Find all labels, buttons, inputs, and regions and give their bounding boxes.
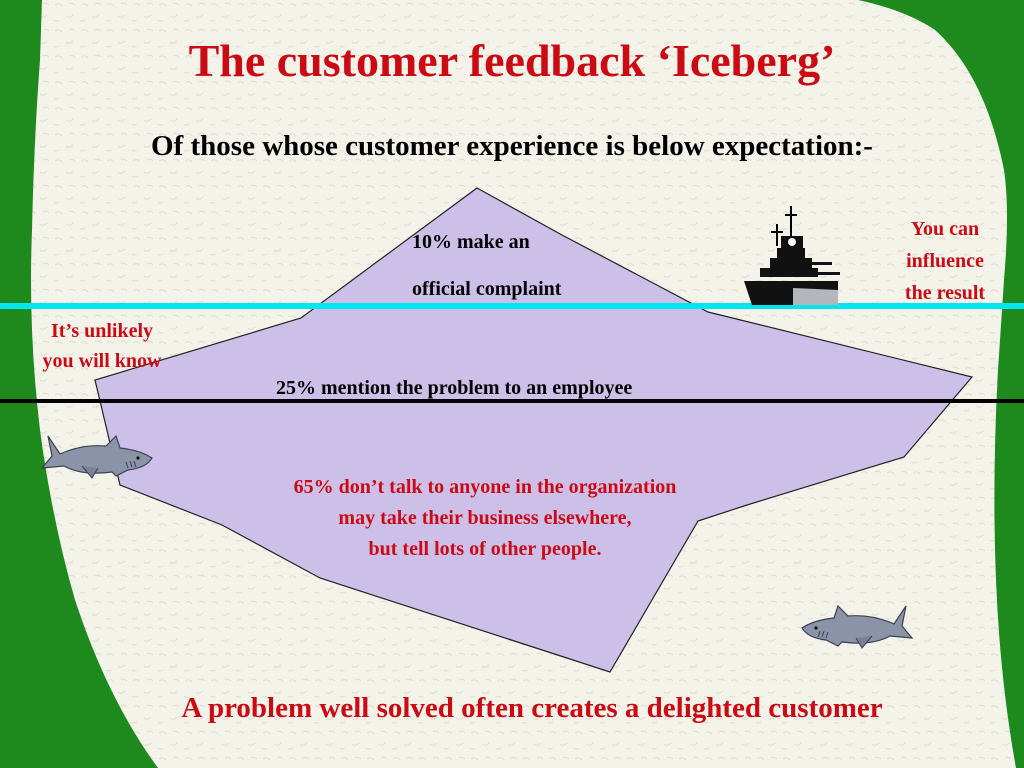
deep-text-line: 65% don’t talk to anyone in the organiza… [293, 476, 677, 498]
iceberg-tip-text-line2: official complaint [412, 278, 562, 300]
deep-text-line: may take their business elsewhere, [338, 507, 632, 529]
awareness-line [0, 399, 1024, 403]
shark-icon [40, 434, 153, 479]
bottom-message: A problem well solved often creates a de… [181, 692, 883, 724]
unlikely-know-note-line: It’s unlikely [50, 320, 154, 342]
influence-note: You can influence the result [884, 213, 1006, 309]
battleship-icon [744, 206, 840, 305]
influence-note-line: the result [904, 282, 986, 304]
slide-subtitle: Of those whose customer experience is be… [151, 130, 873, 162]
slide-title: The customer feedback ‘Iceberg’ [188, 35, 836, 86]
influence-note-line: influence [906, 250, 984, 272]
influence-note-line: You can [910, 218, 980, 240]
deep-text-line: but tell lots of other people. [368, 538, 602, 560]
iceberg-deep-text: 65% don’t talk to anyone in the organiza… [200, 472, 770, 565]
shark-icon [801, 604, 914, 649]
iceberg-middle-text: 25% mention the problem to an employee [276, 377, 633, 399]
unlikely-know-note-line: you will know [42, 350, 162, 372]
unlikely-know-note: It’s unlikely you will know [18, 316, 186, 376]
iceberg-tip-text-line1: 10% make an [412, 231, 530, 253]
waterline [0, 303, 1024, 309]
